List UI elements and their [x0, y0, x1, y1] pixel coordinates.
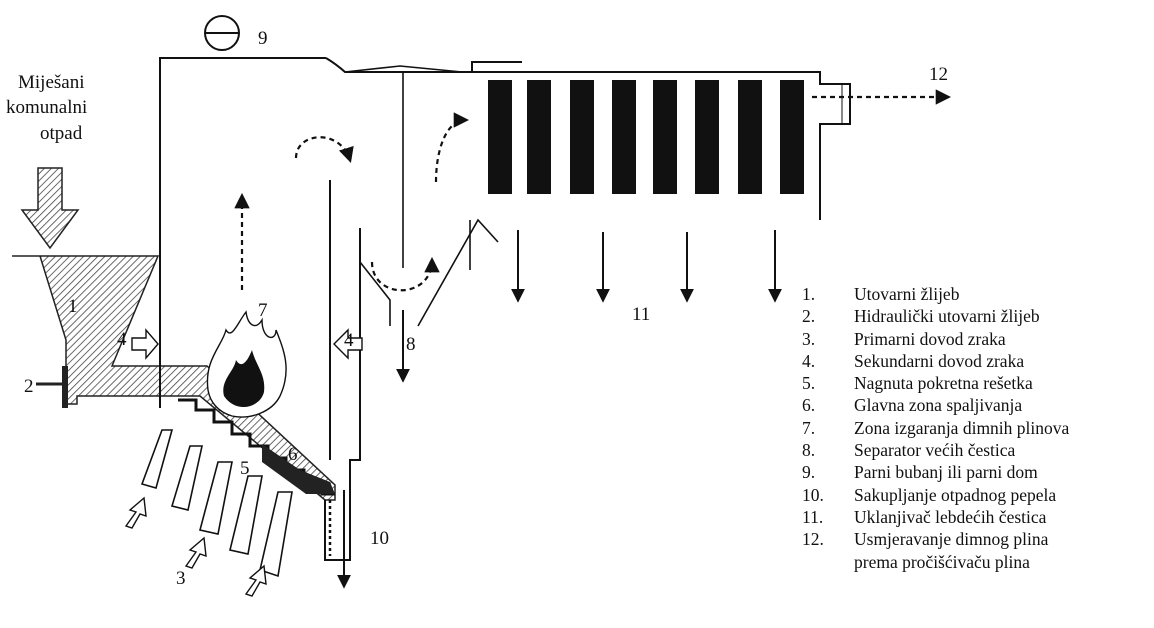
legend: 1.Utovarni žlijeb 2.Hidraulički utovarni…	[802, 283, 1069, 573]
marker-2: 2	[24, 376, 34, 397]
secondary-air-arrow-left	[131, 328, 159, 360]
furnace-roof	[325, 57, 522, 73]
grate-dark-zone	[262, 444, 335, 494]
marker-8: 8	[406, 334, 416, 355]
secondary-air-arrow-right	[333, 328, 363, 360]
legend-item: 8.Separator većih čestica	[802, 440, 1016, 461]
marker-4-right: 4	[344, 330, 354, 351]
furnace-left-wall	[159, 57, 326, 408]
legend-item: 10.Sakupljanje otpadnog pepela	[802, 484, 1057, 505]
filter-bags	[488, 80, 804, 194]
dust-discharge-arrows	[396, 230, 782, 383]
legend-item: 2.Hidraulički utovarni žlijeb	[802, 306, 1040, 327]
marker-1: 1	[68, 296, 78, 317]
second-pass-right-wall	[324, 228, 361, 561]
primary-air-tubes	[140, 429, 293, 578]
marker-9: 9	[258, 28, 268, 49]
input-label-line1: Miješani	[18, 72, 85, 93]
input-label-line2: komunalni	[6, 97, 87, 118]
marker-5: 5	[240, 458, 250, 479]
waste-input-arrow	[20, 167, 80, 250]
marker-11: 11	[632, 304, 650, 325]
legend-item: 1.Utovarni žlijeb	[802, 284, 960, 304]
marker-10: 10	[370, 528, 389, 549]
legend-item: 4.Sekundarni dovod zraka	[802, 350, 1025, 371]
marker-3: 3	[176, 568, 186, 589]
legend-item: 3.Primarni dovod zraka	[802, 328, 1006, 349]
marker-12: 12	[929, 64, 948, 85]
separator-roof	[344, 65, 463, 73]
legend-item-continuation: prema pročišćivaču plina	[854, 551, 1030, 572]
primary-air-arrows	[124, 496, 267, 597]
legend-item: 5.Nagnuta pokretna rešetka	[802, 373, 1033, 394]
marker-7: 7	[258, 300, 268, 321]
legend-item: 6.Glavna zona spaljivanja	[802, 395, 1023, 416]
input-label-line3: otpad	[40, 123, 83, 144]
hydraulic-ram	[62, 366, 68, 408]
marker-4-left: 4	[117, 329, 127, 350]
legend-item: 12.Usmjeravanje dimnog plina	[802, 529, 1049, 550]
gas-flow-arrows	[234, 89, 952, 292]
legend-item: 9.Parni bubanj ili parni dom	[802, 462, 1038, 483]
legend-item: 11.Uklanjivač lebdećih čestica	[802, 506, 1047, 527]
legend-item: 7.Zona izgaranja dimnih plinova	[802, 417, 1070, 438]
filter-hoppers	[417, 218, 499, 327]
marker-6: 6	[288, 444, 298, 465]
flame-core	[223, 350, 265, 408]
separator-hopper	[359, 261, 391, 326]
filter-housing	[470, 71, 851, 220]
